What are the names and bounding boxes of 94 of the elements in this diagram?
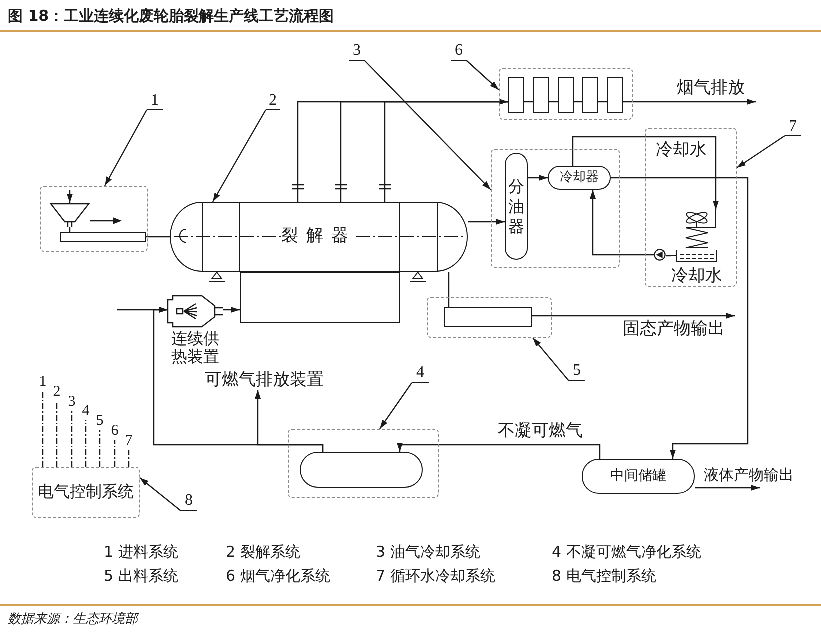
- callout-number: 4: [412, 364, 429, 383]
- edge-label: 不凝可燃气: [497, 422, 584, 440]
- edge-label: 冷却水: [655, 141, 708, 159]
- flow-arrow: [572, 136, 719, 210]
- pump-icon: [654, 249, 666, 261]
- leader-line: [736, 136, 786, 168]
- filter-box: [533, 77, 549, 113]
- cooler-vessel: [548, 166, 611, 190]
- filter-box: [508, 77, 524, 113]
- callout-number: 1: [38, 374, 48, 391]
- callout-number: 5: [569, 362, 585, 381]
- legend-entry: 4 不凝可燃气净化系统: [552, 543, 702, 562]
- signal-line: [71, 411, 73, 467]
- flow-arrow: [384, 99, 508, 202]
- flow-label: 可燃气排放装置: [205, 371, 325, 390]
- callout-number: 7: [785, 118, 801, 136]
- leader-line: [532, 338, 570, 382]
- flow-arrow: [532, 313, 735, 319]
- legend-entry: 5 出料系统: [104, 567, 178, 586]
- reactor-vessel: [170, 202, 468, 272]
- flow-arrow: [223, 307, 240, 313]
- leader-line: [364, 60, 492, 190]
- legend-entry: 1 进料系统: [104, 543, 178, 562]
- node-label: 冷却水: [671, 266, 723, 286]
- connector-line: [598, 101, 607, 103]
- flow-arrow: [397, 443, 601, 459]
- callout-number: 6: [110, 423, 120, 440]
- storage-tank: [582, 459, 695, 494]
- node-label: 分油器: [508, 176, 524, 236]
- flow-arrow: [528, 175, 548, 181]
- conveyor-bar: [444, 307, 532, 327]
- legend-entry: 6 烟气净化系统: [226, 567, 330, 586]
- callout-number: 2: [52, 384, 62, 401]
- signal-line: [99, 430, 101, 467]
- leader-line: [380, 382, 412, 430]
- leader-line: [140, 478, 182, 512]
- legend-entry: 2 裂解系统: [226, 543, 300, 562]
- legend-entry: 3 油气冷却系统: [376, 543, 480, 562]
- purifier-vessel: [300, 452, 423, 488]
- callout-number: 3: [349, 42, 365, 61]
- node-label: 中间储罐: [610, 468, 666, 485]
- hopper-icon: [50, 203, 90, 227]
- system-frame: [40, 186, 148, 252]
- system-frame: [288, 429, 439, 498]
- flow-arrow: [67, 190, 73, 203]
- callout-number: 1: [147, 92, 163, 110]
- furnace-box: [240, 272, 400, 323]
- callout-number: 2: [266, 92, 280, 110]
- callout-number: 6: [451, 42, 467, 61]
- system-frame: [491, 149, 620, 268]
- flow-arrow: [611, 177, 749, 459]
- callout-number: 7: [124, 433, 134, 450]
- callout-number: 3: [67, 394, 77, 411]
- flow-arrow: [468, 219, 505, 225]
- connector-line: [666, 255, 671, 257]
- system-frame: [499, 68, 633, 120]
- signal-line: [56, 401, 58, 467]
- callout-number: 5: [95, 413, 105, 430]
- connector-line: [549, 101, 558, 103]
- callout-number: 4: [81, 403, 91, 420]
- control-panel: [32, 467, 140, 518]
- signal-line: [85, 420, 87, 467]
- separator-vessel: [505, 153, 528, 260]
- signal-line: [42, 391, 44, 467]
- connector-line: [146, 236, 170, 238]
- system-frame: [427, 297, 552, 338]
- flow-arrow: [623, 99, 756, 105]
- signal-line: [128, 450, 130, 467]
- callout-number: 8: [181, 492, 197, 511]
- filter-box: [558, 77, 574, 113]
- flow-arrow: [695, 485, 760, 491]
- flow-arrow: [590, 190, 654, 256]
- node-label: 电气控制系统: [38, 483, 134, 502]
- node-label: 裂解器: [282, 227, 356, 247]
- node-label: 冷却器: [560, 170, 599, 186]
- edge-label: 烟气排放: [676, 79, 746, 97]
- connector-line: [69, 227, 71, 232]
- leader-line: [212, 110, 267, 202]
- connector-line: [524, 101, 533, 103]
- conveyor-bar: [60, 232, 146, 242]
- edge-label: 液体产物输出: [703, 466, 795, 484]
- legend-entry: 8 电气控制系统: [552, 567, 656, 586]
- filter-box: [607, 77, 623, 113]
- connector-line: [574, 101, 582, 103]
- signal-line: [114, 440, 116, 467]
- filter-box: [582, 77, 598, 113]
- flow-arrow: [153, 307, 324, 452]
- source-note: 数据来源：生态环境部: [8, 611, 138, 629]
- leader-line: [104, 110, 148, 186]
- legend-entry: 7 循环水冷却系统: [376, 567, 496, 586]
- node-label: 连续供热装置: [170, 330, 220, 366]
- diagram-title: 图 18：工业连续化废轮胎裂解生产线工艺流程图: [8, 7, 334, 26]
- connector-line: [448, 272, 450, 307]
- leader-line: [466, 60, 500, 90]
